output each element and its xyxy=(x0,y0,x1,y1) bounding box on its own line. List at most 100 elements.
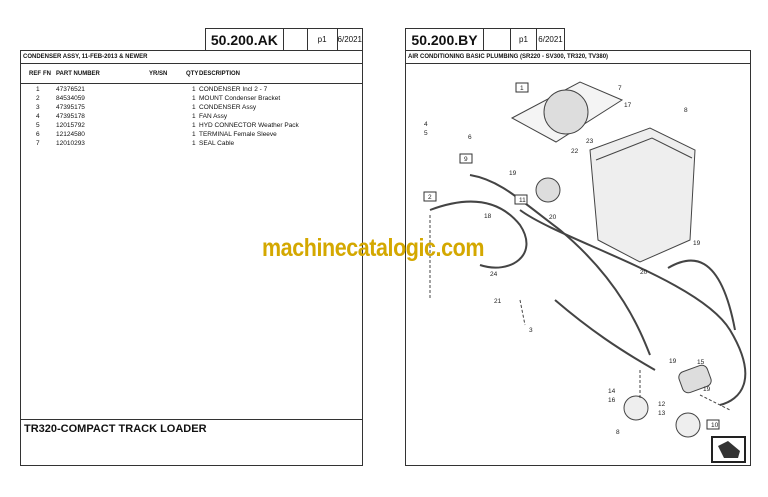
callout-label: 8 xyxy=(684,107,688,114)
evaporator-edge xyxy=(595,137,693,161)
callout-label: 10 xyxy=(711,422,719,429)
callout-label: 20 xyxy=(549,214,557,221)
callout-box xyxy=(514,194,528,205)
description: CONDENSER Incl 2 - 7 xyxy=(199,86,268,93)
callout-label: 8 xyxy=(616,429,620,436)
model-title: TR320-COMPACT TRACK LOADER xyxy=(21,419,362,438)
hose xyxy=(554,299,656,371)
callout-label: 4 xyxy=(424,121,428,128)
clamp xyxy=(675,412,701,438)
ref: 6 xyxy=(36,131,40,138)
callout-label: 13 xyxy=(658,410,666,417)
description: HYD CONNECTOR Weather Pack xyxy=(199,122,299,129)
callout-label: 17 xyxy=(624,102,632,109)
part-number: 47376521 xyxy=(56,86,85,93)
compressor xyxy=(535,177,561,203)
qty: 1 xyxy=(192,140,196,147)
callout-box xyxy=(706,419,720,430)
qty: 1 xyxy=(192,113,196,120)
blank-cell xyxy=(484,29,511,50)
ref: 2 xyxy=(36,95,40,102)
col-qty: QTY xyxy=(186,71,199,77)
qty: 1 xyxy=(192,95,196,102)
hose xyxy=(519,209,747,406)
previous-page-icon[interactable] xyxy=(711,436,746,463)
callout-label: 9 xyxy=(464,156,468,163)
part-number: 12015792 xyxy=(56,122,85,129)
part-number: 12010293 xyxy=(56,140,85,147)
page-number: p1 xyxy=(511,29,537,50)
callout-label: 6 xyxy=(468,134,472,141)
callout-label: 11 xyxy=(519,197,526,204)
condenser-fan xyxy=(543,89,589,135)
callout-box xyxy=(459,153,473,164)
callout-label: 1 xyxy=(520,85,524,92)
callout-label: 16 xyxy=(608,397,616,404)
callout-label: 19 xyxy=(669,358,677,365)
col-desc: DESCRIPTION xyxy=(199,71,241,77)
callout-label: 19 xyxy=(693,240,701,247)
callout-label: 3 xyxy=(529,327,533,334)
col-part: PART NUMBER xyxy=(56,71,100,77)
parts-list-panel: CONDENSER ASSY, 11-FEB-2013 & NEWER REF … xyxy=(20,50,363,466)
date: 6/2021 xyxy=(538,35,563,44)
blank-cell xyxy=(284,29,308,50)
col-ref: REF xyxy=(29,71,41,77)
callout-label: 23 xyxy=(586,138,594,145)
callout-label: 20 xyxy=(640,269,648,276)
ref: 4 xyxy=(36,113,40,120)
diagram-panel: AIR CONDITIONING BASIC PLUMBING (SR220 -… xyxy=(405,50,751,466)
hose xyxy=(469,174,651,356)
evaporator-unit xyxy=(589,127,696,263)
callout-label: 21 xyxy=(494,298,502,305)
description: SEAL Cable xyxy=(199,140,235,147)
callout-box xyxy=(515,82,529,93)
ref: 3 xyxy=(36,104,40,111)
ref: 7 xyxy=(36,140,40,147)
clamp xyxy=(623,395,649,421)
table-header: REF FN PART NUMBER YR/SN QTY DESCRIPTION xyxy=(21,64,362,84)
callout-label: 19 xyxy=(509,170,517,177)
callout-label: 12 xyxy=(658,401,666,408)
callout-label: 2 xyxy=(428,194,432,201)
leader-lines xyxy=(429,215,731,411)
col-yrsn: YR/SN xyxy=(149,71,168,77)
qty: 1 xyxy=(192,86,196,93)
col-fn: FN xyxy=(43,71,51,77)
page-number: p1 xyxy=(308,29,338,50)
part-number: 84534059 xyxy=(56,95,85,102)
section-code: 50.200.BY xyxy=(406,29,484,50)
ref: 5 xyxy=(36,122,40,129)
callout-label: 19 xyxy=(703,386,711,393)
receiver-drier xyxy=(678,364,712,394)
callout-label: 15 xyxy=(697,359,705,366)
section-code: 50.200.AK xyxy=(206,29,284,50)
description: MOUNT Condenser Bracket xyxy=(199,95,281,102)
part-number: 47395178 xyxy=(56,113,85,120)
section-title: CONDENSER ASSY, 11-FEB-2013 & NEWER xyxy=(21,51,362,64)
callout-label: 14 xyxy=(608,388,616,395)
watermark: machinecatalogic.com xyxy=(262,234,485,262)
callout-label: 24 xyxy=(490,271,498,278)
hose xyxy=(429,200,528,269)
callout-label: 18 xyxy=(484,213,492,220)
qty: 1 xyxy=(192,122,196,129)
qty: 1 xyxy=(192,104,196,111)
part-number: 47395175 xyxy=(56,104,85,111)
callout-box xyxy=(423,191,437,202)
callout-label: 5 xyxy=(424,130,428,137)
part-number: 12124580 xyxy=(56,131,85,138)
description: TERMINAL Female Sleeve xyxy=(199,131,277,138)
ref: 1 xyxy=(36,86,40,93)
description: CONDENSER Assy xyxy=(199,104,257,111)
callout-label: 22 xyxy=(571,148,579,155)
callout-label: 7 xyxy=(618,85,622,92)
